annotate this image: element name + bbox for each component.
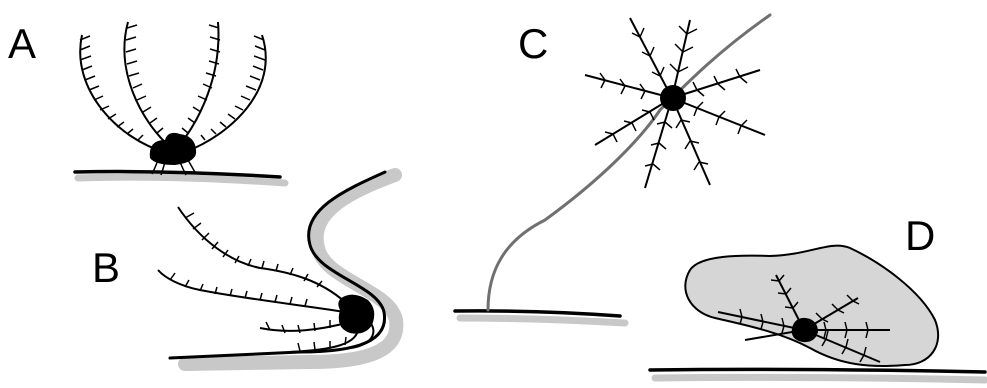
panel-a-body [150, 133, 196, 165]
panel-a-arm-1 [80, 35, 165, 152]
panel-c-substrate-shadow [460, 318, 625, 323]
panel-a-arm-3 [178, 22, 218, 147]
panel-a-shadow [78, 177, 285, 183]
panel-a-arm-4 [185, 35, 266, 152]
panel-b-arm-2 [158, 270, 345, 312]
panel-b: B [92, 172, 396, 364]
panel-b-shadow [185, 175, 396, 364]
panel-a-pinnules [80, 25, 265, 140]
panel-d: D [650, 212, 985, 380]
panel-label-d: D [905, 212, 935, 259]
panel-label-c: C [518, 20, 548, 67]
panel-c-body [660, 85, 686, 111]
panel-a: A [8, 20, 285, 183]
panel-label-a: A [8, 20, 36, 67]
panel-b-body [338, 295, 374, 334]
panel-a-arms [80, 22, 266, 152]
panel-d-body [792, 318, 818, 342]
panel-d-sponge [685, 246, 938, 366]
panel-d-substrate [650, 369, 985, 372]
panel-b-arm-3 [260, 322, 350, 331]
panel-label-b: B [92, 244, 120, 291]
panel-d-substrate-shadow [655, 377, 985, 380]
